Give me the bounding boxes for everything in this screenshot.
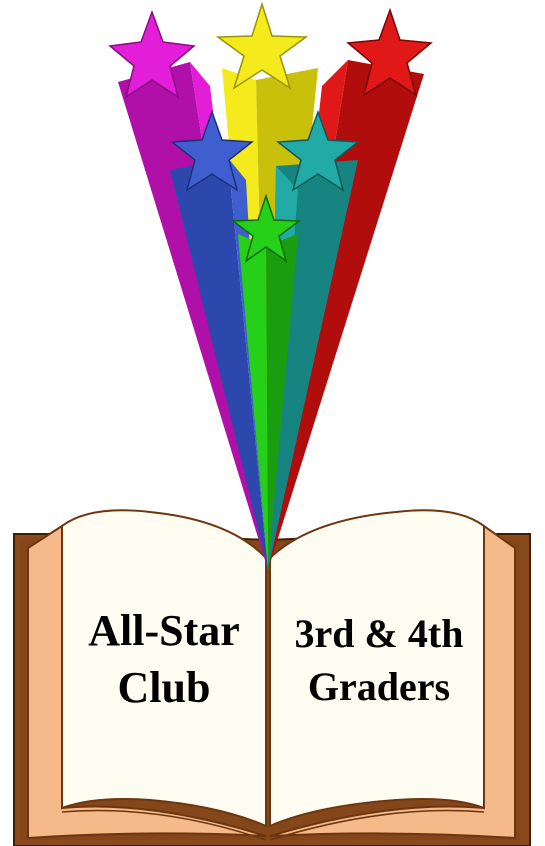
green-shooting-star-icon <box>230 193 302 570</box>
grade-line1: 3rd & 4th <box>295 611 464 656</box>
open-book-icon: All-Star Club 3rd & 4th Graders <box>13 509 531 846</box>
blue-shooting-star-icon <box>169 109 268 570</box>
left-page-edge <box>27 524 267 840</box>
right-page <box>269 509 485 828</box>
left-page <box>61 509 267 828</box>
club-name-line1: All-Star <box>88 606 240 655</box>
grade-line2: Graders <box>308 664 450 709</box>
club-name-line2: Club <box>118 663 211 712</box>
right-page-edge <box>269 524 516 840</box>
